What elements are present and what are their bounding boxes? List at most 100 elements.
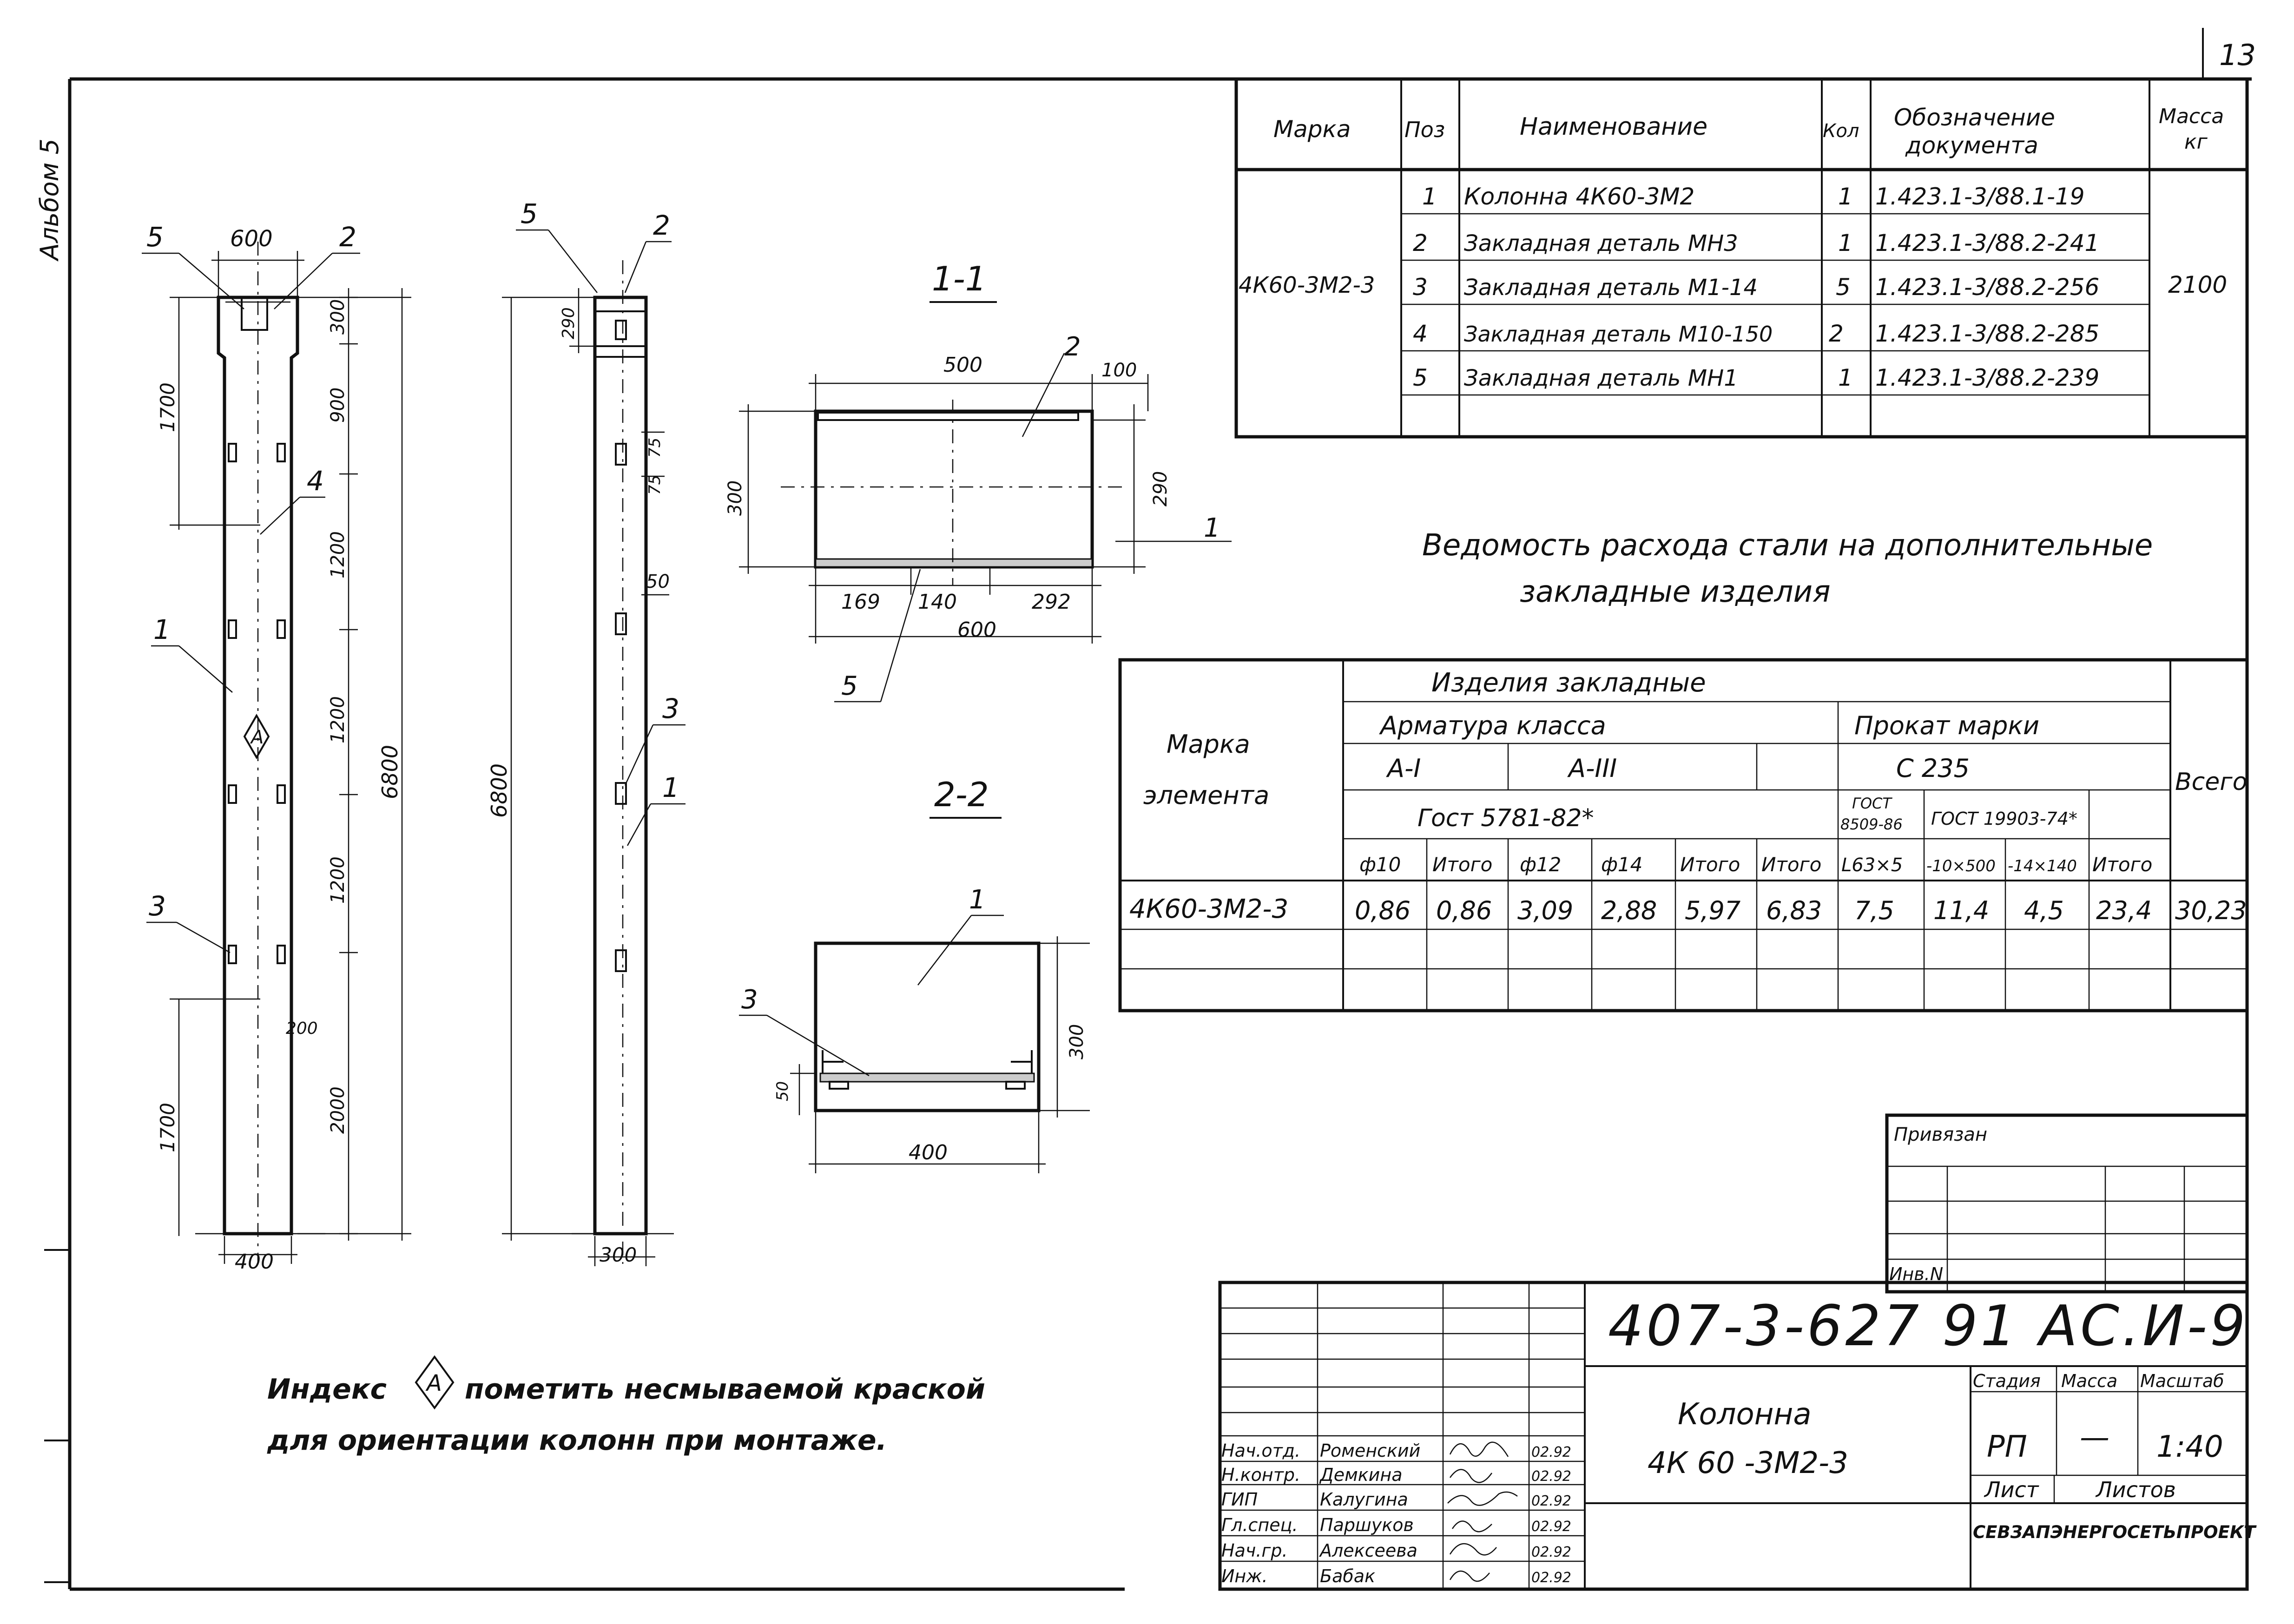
- dim-label: 1200: [327, 531, 349, 579]
- steel-col-header: -14×140: [2008, 857, 2077, 875]
- spec-row-doc: 1.423.1-3/88.2-256: [1875, 274, 2099, 301]
- spec-header-qty: Кол: [1823, 120, 1859, 142]
- drawing-name-1: Колонна: [1678, 1397, 1812, 1432]
- mass-label: Масса: [2061, 1371, 2117, 1391]
- steel-col-header: Итого: [1761, 853, 1821, 876]
- signature-date: 02.92: [1531, 1468, 1571, 1485]
- album-label: Альбом 5: [35, 138, 64, 262]
- steel-col-header: -10×500: [1926, 857, 1996, 875]
- spec-header-doc-2: документа: [1905, 132, 2038, 159]
- title-block-frame: [1218, 1113, 2249, 1591]
- steel-row-value: 6,83: [1766, 896, 1822, 925]
- sec22-callouts: [739, 914, 1004, 1077]
- spec-row-qty: 5: [1836, 274, 1851, 301]
- section-1-1-title: 1-1: [932, 259, 987, 298]
- signature-role: ГИП: [1221, 1489, 1258, 1510]
- signature-row: Инж. Бабак 02.92: [1221, 1566, 1571, 1586]
- signature-date: 02.92: [1531, 1570, 1571, 1586]
- dim-label: 6800: [377, 745, 402, 799]
- steel-sheet-title-1: Ведомость расхода стали на дополнительны…: [1422, 528, 2153, 563]
- steel-col-header: ф10: [1359, 853, 1401, 876]
- stage-value: РП: [1987, 1430, 2027, 1464]
- dim-label: 75: [646, 438, 664, 458]
- front-callouts: [142, 252, 360, 953]
- steel-header-gost8509-1: ГОСТ: [1852, 795, 1892, 812]
- steel-table: [1118, 658, 2249, 1013]
- spec-row-pos: 5: [1413, 364, 1428, 391]
- dim-label: 600: [957, 618, 996, 642]
- signature-name: Демкина: [1319, 1465, 1403, 1485]
- dim-label: 290: [559, 307, 578, 339]
- dim-label: 169: [841, 590, 880, 614]
- signature-row: ГИП Калугина 02.92: [1221, 1489, 1571, 1510]
- dim-label: 600: [230, 226, 273, 252]
- sec11-callouts: [834, 353, 1232, 703]
- note-line2: для ориентации колонн при монтаже.: [267, 1424, 887, 1457]
- spec-row: 4 Закладная деталь М10-150 2 1.423.1-3/8…: [1413, 320, 2099, 347]
- privyazan-label: Привязан: [1894, 1124, 1987, 1145]
- callout-label: 5: [146, 221, 164, 253]
- dim-label: 140: [918, 590, 957, 614]
- steel-header-mark-2: элемента: [1143, 781, 1269, 810]
- steel-col-header: Итого: [1432, 853, 1492, 876]
- dim-label: 200: [286, 1019, 318, 1038]
- mass-value: —: [2080, 1420, 2109, 1455]
- scale-value: 1:40: [2156, 1430, 2223, 1464]
- signature-role: Нач.отд.: [1221, 1440, 1300, 1461]
- steel-row-value: 3,09: [1517, 896, 1573, 925]
- steel-row-value: 7,5: [1854, 896, 1894, 925]
- signature-role: Нач.гр.: [1221, 1540, 1288, 1561]
- section-2-2: [790, 936, 1090, 1173]
- spec-row-doc: 1.423.1-3/88.1-19: [1875, 183, 2085, 210]
- spec-row-doc: 1.423.1-3/88.2-239: [1875, 364, 2099, 391]
- dim-label: 400: [235, 1250, 274, 1274]
- signature-row: Нач.гр. Алексеева 02.92: [1221, 1540, 1571, 1561]
- signature-name: Бабак: [1320, 1566, 1375, 1586]
- organization-name: СЕВЗАПЭНЕРГОСЕТЬПРОЕКТ: [1973, 1522, 2257, 1542]
- steel-header-c235: С 235: [1896, 754, 1970, 783]
- callout-label: 1: [1204, 513, 1220, 543]
- note-line1-after: пометить несмываемой краской: [465, 1373, 985, 1406]
- callout-label: 3: [662, 693, 679, 724]
- steel-row-value: 5,97: [1685, 896, 1740, 925]
- stage-label: Стадия: [1973, 1371, 2041, 1391]
- signature-role: Гл.спец.: [1221, 1515, 1298, 1535]
- spec-mass-value: 2100: [2168, 271, 2227, 298]
- spec-row-pos: 4: [1413, 320, 1428, 347]
- callout-label: 1: [662, 772, 679, 803]
- dim-label: 290: [1150, 471, 1171, 506]
- signature-row: Н.контр. Демкина 02.92: [1221, 1465, 1571, 1485]
- spec-header-mark: Марка: [1273, 116, 1351, 143]
- page-number: 13: [2219, 38, 2256, 72]
- signature-name: Алексеева: [1318, 1540, 1417, 1561]
- marker-a-label: А: [250, 727, 264, 748]
- callout-label: 3: [741, 985, 758, 1015]
- signature-role: Инж.: [1221, 1566, 1268, 1586]
- section-1-1: [739, 374, 1149, 644]
- steel-header-total: Всего: [2175, 768, 2247, 796]
- steel-row-value: 2,88: [1601, 896, 1657, 925]
- callout-label: 1: [969, 885, 986, 915]
- steel-sheet-title-2: закладные изделия: [1520, 575, 1831, 609]
- spec-row-pos: 2: [1413, 230, 1428, 256]
- callout-label: 2: [339, 221, 356, 253]
- steel-row-value: 0,86: [1436, 896, 1492, 925]
- dim-label: 1700: [156, 382, 179, 432]
- spec-row-pos: 3: [1413, 274, 1428, 301]
- spec-row-qty: 2: [1829, 320, 1844, 347]
- steel-col-header: ф14: [1601, 853, 1642, 876]
- signature-name: Роменский: [1320, 1440, 1420, 1461]
- front-view: [170, 242, 411, 1264]
- spec-row: 5 Закладная деталь МН1 1 1.423.1-3/88.2-…: [1413, 364, 2099, 391]
- dim-label: 300: [600, 1243, 637, 1266]
- steel-row-value: 11,4: [1933, 896, 1989, 925]
- spec-header-mass-1: Масса: [2159, 105, 2224, 128]
- steel-col-header: Итого: [1680, 853, 1740, 876]
- dim-label: 6800: [487, 763, 512, 818]
- side-view: [502, 260, 674, 1266]
- note-marker-icon: [415, 1355, 455, 1410]
- signature-date: 02.92: [1531, 1544, 1571, 1560]
- signature-name: Паршуков: [1320, 1515, 1414, 1535]
- callout-label: 3: [149, 890, 166, 922]
